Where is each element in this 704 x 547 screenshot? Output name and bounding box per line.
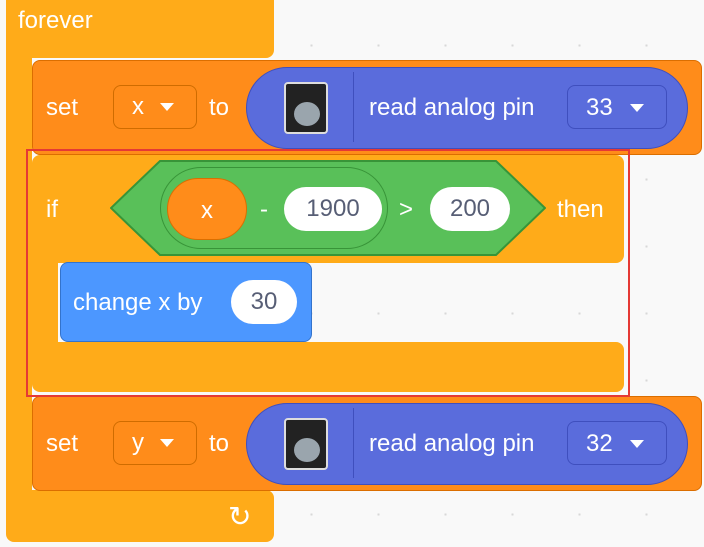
set-x-to-label: to: [209, 94, 230, 121]
pin-dropdown-32[interactable]: 32: [567, 421, 667, 465]
pin-value-32: 32: [586, 430, 613, 457]
read-analog-pin-label-y: read analog pin: [369, 430, 535, 457]
esp32-chip-icon: [284, 82, 328, 134]
if-label: if: [46, 196, 58, 223]
chevron-down-icon: [160, 103, 174, 111]
forever-block[interactable]: [6, 0, 274, 58]
chevron-down-icon: [630, 440, 644, 448]
chevron-down-icon: [630, 104, 644, 112]
read-analog-pin-label-x: read analog pin: [369, 94, 535, 121]
pin-dropdown-33[interactable]: 33: [567, 85, 667, 129]
reporter-divider: [353, 408, 354, 478]
variable-dropdown-x[interactable]: x: [113, 85, 197, 129]
forever-bottom: [6, 490, 274, 542]
esp32-chip-icon: [284, 418, 328, 470]
greater-than-label: >: [399, 196, 414, 223]
variable-x-reporter-label: x: [201, 197, 213, 224]
value-input-1900[interactable]: 1900: [284, 187, 382, 231]
forever-label: forever: [18, 7, 93, 34]
variable-y: y: [132, 429, 144, 456]
variable-x-reporter[interactable]: x: [167, 178, 247, 240]
if-bottom: [32, 342, 624, 392]
highlight-frame: [26, 149, 630, 397]
variable-x: x: [132, 93, 144, 120]
variable-dropdown-y[interactable]: y: [113, 421, 197, 465]
set-y-label: set: [46, 430, 79, 457]
then-label: then: [557, 196, 604, 223]
minus-operator-label: -: [260, 196, 268, 223]
set-y-to-label: to: [209, 430, 230, 457]
chevron-down-icon: [160, 439, 174, 447]
set-x-label: set: [46, 94, 79, 121]
loop-arrow-icon: ↻: [228, 501, 252, 532]
value-input-200[interactable]: 200: [430, 187, 510, 231]
change-value-input[interactable]: 30: [231, 280, 297, 324]
change-x-by-label: change x by: [73, 289, 203, 316]
pin-value-33: 33: [586, 94, 613, 121]
reporter-divider: [353, 72, 354, 142]
